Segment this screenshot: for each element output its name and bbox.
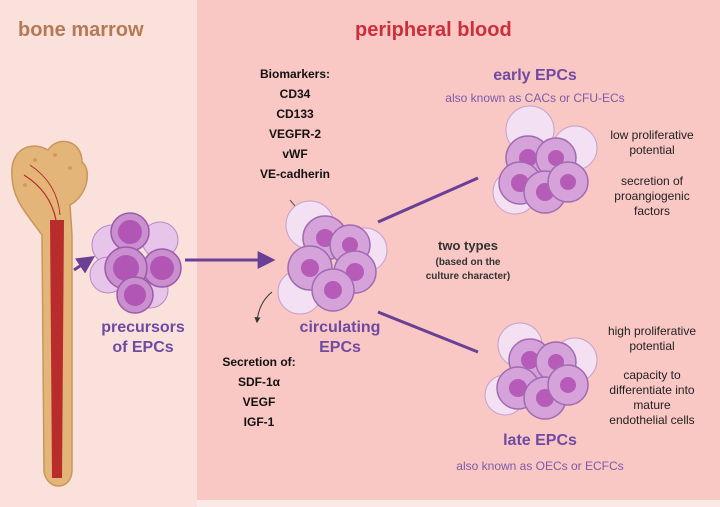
biomarker-item: CD34	[279, 87, 311, 101]
line-to-early	[377, 176, 479, 224]
header-bone-marrow: bone marrow	[18, 19, 144, 41]
arrow-to-secretion	[254, 291, 273, 324]
late-prop-proliferation: high proliferative potential	[592, 324, 712, 354]
biomarker-item: vWF	[282, 147, 308, 161]
biomarker-item: VE-cadherin	[259, 167, 331, 181]
late-prop1-line: potential	[629, 339, 675, 353]
bone-illustration	[11, 140, 89, 487]
late-prop2-line: mature	[633, 398, 671, 412]
early-prop1-line: low proliferative	[610, 128, 694, 142]
late-prop1-line: high proliferative	[607, 324, 697, 338]
two-types-title: two types	[438, 238, 498, 253]
peripheral-blood-panel	[197, 0, 720, 500]
circulating-line-1: circulating	[299, 319, 381, 336]
line-to-late	[377, 310, 479, 354]
header-peripheral-blood: peripheral blood	[355, 19, 512, 41]
biomarkers-title: Biomarkers:	[259, 67, 331, 81]
secretion-item: VEGF	[242, 395, 276, 409]
precursors-line-2: of EPCs	[112, 339, 174, 356]
late-epc-cell-cluster	[484, 322, 598, 420]
late-prop-differentiation: capacity to differentiate into mature en…	[592, 368, 712, 428]
early-prop-secretion: secretion of proangiogenic factors	[592, 174, 712, 219]
secretion-item: SDF-1α	[237, 375, 281, 389]
early-prop2-line: proangiogenic	[614, 189, 690, 203]
early-prop2-line: secretion of	[620, 174, 684, 188]
secretion-item: IGF-1	[243, 415, 275, 429]
circulating-cell-cluster	[277, 200, 388, 315]
early-prop1-line: potential	[629, 143, 675, 157]
biomarker-item: CD133	[276, 107, 314, 121]
late-prop2-line: endothelial cells	[609, 413, 695, 427]
biomarkers-list: Biomarkers: CD34 CD133 VEGFR-2 vWF VE-ca…	[250, 64, 340, 184]
circulating-label: circulating EPCs	[290, 318, 390, 358]
precursor-cell-cluster	[89, 212, 182, 314]
early-prop2-line: factors	[633, 204, 670, 218]
late-epcs-title: late EPCs	[503, 432, 577, 449]
secretion-title: Secretion of:	[222, 355, 296, 369]
two-types-note-1: (based on the	[435, 257, 501, 268]
early-epc-cell-cluster	[492, 105, 598, 215]
early-epcs-title: early EPCs	[493, 67, 577, 84]
precursors-line-1: precursors	[101, 319, 185, 336]
precursors-label: precursors of EPCs	[88, 318, 198, 358]
biomarker-item: VEGFR-2	[268, 127, 321, 141]
early-prop-proliferation: low proliferative potential	[592, 128, 712, 158]
two-types-block: two types (based on the culture characte…	[408, 236, 528, 284]
late-prop2-line: capacity to	[623, 368, 681, 382]
arrow-bone-to-precursors	[73, 256, 95, 274]
early-epcs-aka: also known as CACs or CFU-ECs	[445, 91, 625, 105]
late-epcs-aka: also known as OECs or ECFCs	[456, 459, 624, 473]
circulating-line-2: EPCs	[319, 339, 361, 356]
secretion-list: Secretion of: SDF-1α VEGF IGF-1	[216, 352, 302, 432]
two-types-note-2: culture character)	[425, 271, 511, 282]
late-prop2-line: differentiate into	[609, 383, 695, 397]
